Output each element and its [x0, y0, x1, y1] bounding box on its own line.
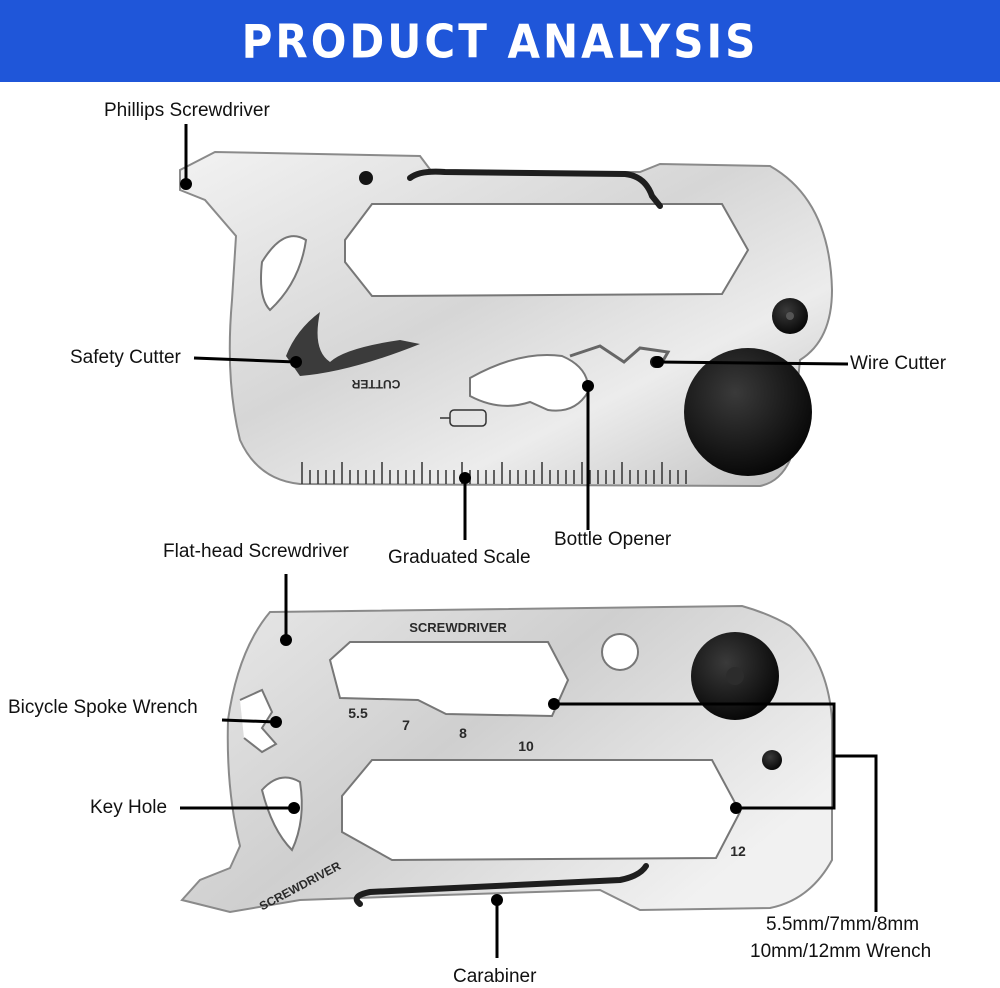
bottom-round-hole — [601, 633, 639, 671]
bottom-knob-screw — [726, 667, 744, 685]
bottom-small-knob — [762, 750, 782, 770]
top-tool: CUTTER — [179, 150, 834, 488]
label-bottle-opener: Bottle Opener — [554, 529, 672, 550]
page-title: PRODUCT ANALYSIS — [241, 14, 759, 68]
graduated-scale-ticks — [301, 462, 687, 484]
engraving-size-7: 7 — [402, 717, 410, 733]
label-bicycle-spoke-wrench: Bicycle Spoke Wrench — [8, 697, 198, 718]
top-small-knob-center — [786, 312, 794, 320]
safety-cutter-notch — [286, 312, 420, 376]
bottle-icon — [440, 409, 487, 427]
top-large-knob — [684, 348, 812, 476]
callout-spoke-wrench — [221, 718, 277, 724]
header-banner: PRODUCT ANALYSIS — [0, 0, 1000, 82]
engraving-screwdriver-top: SCREWDRIVER — [409, 620, 507, 635]
wrench-window-lower — [341, 759, 742, 862]
engraving-cutter: CUTTER — [351, 377, 400, 391]
label-flat-head-screwdriver: Flat-head Screwdriver — [163, 541, 349, 562]
label-carabiner: Carabiner — [453, 966, 537, 987]
label-safety-cutter: Safety Cutter — [70, 347, 181, 368]
top-tool-window — [344, 203, 750, 298]
engraving-size-5-5: 5.5 — [348, 705, 368, 721]
engraving-size-12: 12 — [730, 843, 746, 859]
callout-safety-cutter — [193, 356, 297, 364]
callout-dots — [180, 178, 742, 906]
label-key-hole: Key Hole — [90, 797, 168, 818]
bottom-carabiner-wire — [353, 863, 649, 907]
label-wrench-sizes-line1: 5.5mm/7mm/8mm — [766, 914, 920, 935]
wire-cutter-notch — [569, 344, 671, 367]
callout-wire-cutter — [657, 360, 849, 366]
label-wrench-sizes-line2: 10mm/12mm Wrench — [750, 941, 932, 962]
top-carabiner-wire — [407, 168, 663, 209]
key-hole-cutout — [260, 776, 303, 852]
label-graduated-scale: Graduated Scale — [388, 547, 531, 568]
bottom-tool: SCREWDRIVER SCREWDRIVER 5.5 7 8 10 12 — [180, 604, 833, 913]
label-wire-cutter: Wire Cutter — [850, 353, 947, 374]
callout-wrench-lead — [834, 754, 878, 912]
top-key-cutout — [260, 235, 308, 312]
label-phillips-screwdriver: Phillips Screwdriver — [104, 100, 270, 121]
engraving-size-10: 10 — [518, 738, 534, 754]
top-small-hole — [359, 171, 373, 185]
engraving-size-8: 8 — [459, 725, 467, 741]
wrench-window-upper — [328, 641, 570, 718]
callout-lines — [180, 124, 878, 958]
